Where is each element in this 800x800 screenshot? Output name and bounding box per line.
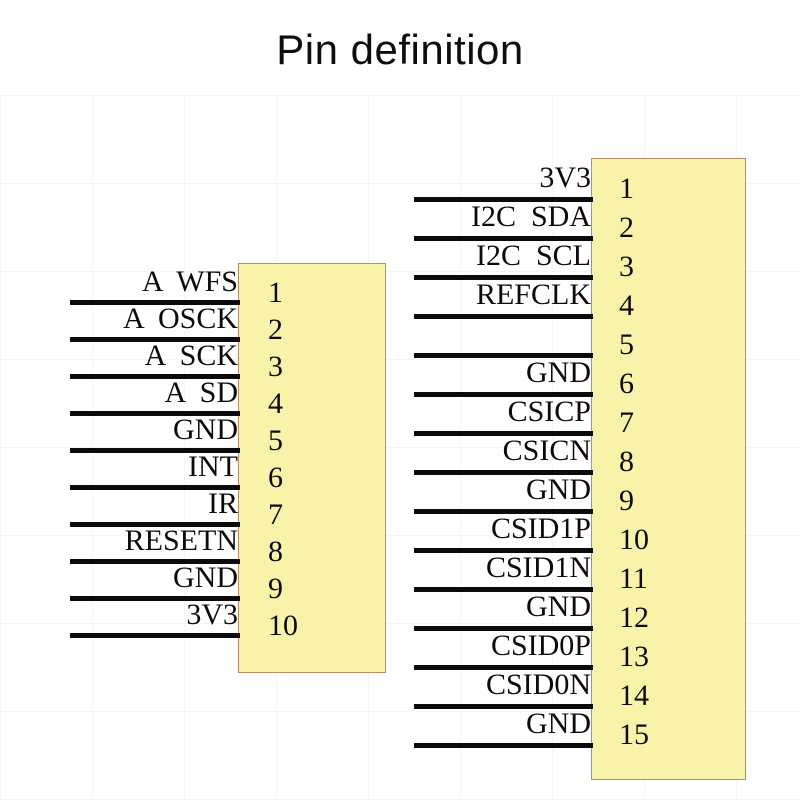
pin-number: 9 <box>619 484 634 517</box>
pin-label: A WFS <box>141 265 238 298</box>
pin-number: 8 <box>268 535 283 568</box>
pin-label: 3V3 <box>186 598 238 631</box>
pin-label: IR <box>208 487 238 520</box>
pin-number: 10 <box>268 609 298 642</box>
pin-label: I2C SDA <box>470 200 591 233</box>
pin-number: 9 <box>268 572 283 605</box>
pin-line <box>70 522 240 527</box>
pin-line <box>414 470 593 475</box>
pin-number: 7 <box>268 498 283 531</box>
pin-label: CSICN <box>502 434 591 467</box>
left-connector-body <box>238 263 386 673</box>
pin-line <box>70 337 240 342</box>
pin-label: 3V3 <box>539 161 591 194</box>
pin-line <box>70 559 240 564</box>
pin-label: INT <box>188 450 238 483</box>
page-title: Pin definition <box>276 26 524 73</box>
pin-line <box>70 374 240 379</box>
pin-number: 6 <box>268 461 283 494</box>
pin-number: 13 <box>619 640 649 673</box>
pin-number: 5 <box>268 424 283 457</box>
pin-label: A SD <box>164 376 238 409</box>
pin-line <box>414 626 593 631</box>
pin-number: 6 <box>619 367 634 400</box>
pin-line <box>414 275 593 280</box>
pin-line <box>414 587 593 592</box>
pin-label: A OSCK <box>122 302 238 335</box>
pin-label: CSICP <box>507 395 591 428</box>
pin-number: 4 <box>619 289 634 322</box>
pin-number: 5 <box>619 328 634 361</box>
pin-number: 12 <box>619 601 649 634</box>
pin-label: A SCK <box>144 339 238 372</box>
pin-number: 1 <box>268 276 283 309</box>
pin-line <box>70 633 240 638</box>
pin-line <box>70 485 240 490</box>
pin-label: CSID0N <box>485 668 591 701</box>
pin-number: 10 <box>619 523 649 556</box>
pin-label: CSID0P <box>490 629 591 662</box>
pin-line <box>414 236 593 241</box>
pin-label: GND <box>173 413 238 446</box>
pin-number: 7 <box>619 406 634 439</box>
right-connector-body <box>591 158 746 780</box>
pin-number: 14 <box>619 679 649 712</box>
pin-line <box>70 411 240 416</box>
pin-line <box>414 704 593 709</box>
pin-label: RESETN <box>124 524 238 557</box>
pin-number: 2 <box>619 211 634 244</box>
pin-label: GND <box>526 356 591 389</box>
pin-line <box>414 509 593 514</box>
pin-label: CSID1N <box>485 551 591 584</box>
pin-line <box>414 548 593 553</box>
pin-label: REFCLK <box>475 278 591 311</box>
pin-label: CSID1P <box>490 512 591 545</box>
pin-line <box>70 596 240 601</box>
pin-line <box>414 665 593 670</box>
pin-label: GND <box>526 473 591 506</box>
pin-line <box>414 353 593 358</box>
pin-line <box>414 392 593 397</box>
pin-line <box>70 448 240 453</box>
pin-number: 3 <box>619 250 634 283</box>
pin-number: 11 <box>619 562 648 595</box>
pin-line <box>70 300 240 305</box>
pin-number: 3 <box>268 350 283 383</box>
pin-label: GND <box>526 707 591 740</box>
pin-label: GND <box>526 590 591 623</box>
pin-line <box>414 431 593 436</box>
pin-number: 4 <box>268 387 283 420</box>
pin-line <box>414 197 593 202</box>
pin-number: 1 <box>619 172 634 205</box>
pin-number: 8 <box>619 445 634 478</box>
pin-line <box>414 743 593 748</box>
pin-number: 2 <box>268 313 283 346</box>
pin-number: 15 <box>619 718 649 751</box>
pin-line <box>414 314 593 319</box>
pin-label: GND <box>173 561 238 594</box>
pin-label: I2C SCL <box>475 239 591 272</box>
